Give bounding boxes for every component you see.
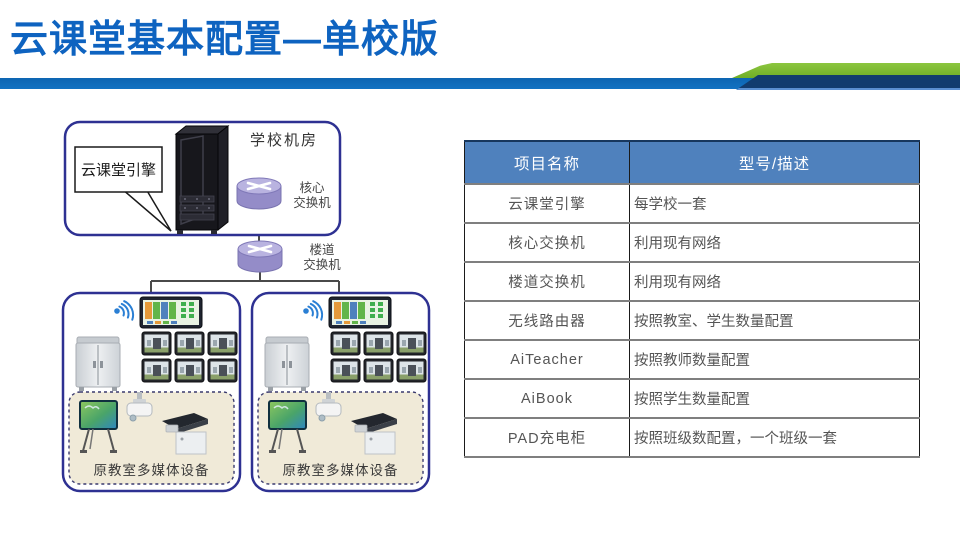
legacy-devices-label-1: 原教室多媒体设备 [93,463,210,478]
engine-callout-label: 云课堂引擎 [80,162,156,179]
core-switch-icon [235,176,283,211]
core-switch-label: 核心 交换机 [293,181,331,210]
config-table: 项目名称 型号/描述 云课堂引擎 每学校一套 核心交换机 利用现有网络 楼道交换… [464,140,920,458]
item-name: AiBook [464,379,630,419]
floor-switch-icon [236,239,284,274]
item-desc: 利用现有网络 [629,223,920,263]
table-header-row: 项目名称 型号/描述 [464,140,920,185]
page-title: 云课堂基本配置—单校版 [10,19,440,61]
accent-navy-bar [736,75,960,90]
item-desc: 按照学生数量配置 [629,379,920,419]
table-row: 核心交换机 利用现有网络 [464,223,920,263]
server-room-label: 学校机房 [250,132,319,149]
col-header-desc: 型号/描述 [629,140,920,185]
table-row: 无线路由器 按照教室、学生数量配置 [464,301,920,341]
col-header-name: 项目名称 [464,140,630,185]
item-name: 云课堂引擎 [464,184,630,224]
item-name: 楼道交换机 [464,262,630,302]
item-name: 无线路由器 [464,301,630,341]
network-diagram [0,120,460,520]
legacy-devices-label-2: 原教室多媒体设备 [282,463,399,478]
title-underline-bar [0,78,764,89]
item-name: AiTeacher [464,340,630,380]
server-rack-icon [174,124,230,234]
item-name: PAD充电柜 [464,418,630,458]
item-desc: 按照班级数配置，一个班级一套 [629,418,920,458]
item-desc: 每学校一套 [629,184,920,224]
accent-green-bar [732,63,960,78]
table-row: 楼道交换机 利用现有网络 [464,262,920,302]
item-name: 核心交换机 [464,223,630,263]
item-desc: 按照教室、学生数量配置 [629,301,920,341]
item-desc: 按照教师数量配置 [629,340,920,380]
item-desc: 利用现有网络 [629,262,920,302]
table-row: PAD充电柜 按照班级数配置，一个班级一套 [464,418,920,458]
floor-switch-label: 楼道 交换机 [303,243,341,272]
table-row: 云课堂引擎 每学校一套 [464,184,920,224]
table-row: AiBook 按照学生数量配置 [464,379,920,419]
table-row: AiTeacher 按照教师数量配置 [464,340,920,380]
engine-callout [74,146,172,232]
